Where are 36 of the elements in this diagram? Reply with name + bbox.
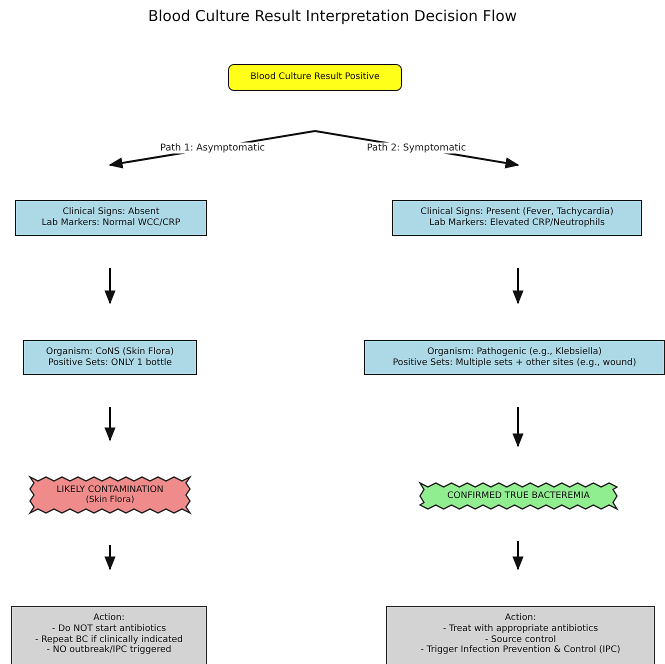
arrow (104, 545, 116, 570)
action-box (11, 606, 207, 664)
node-text: Positive Sets: Multiple sets + other sites (e.g., wound) (392, 358, 636, 368)
action-box (386, 606, 655, 664)
action-item: - Repeat BC if clinically indicated (35, 634, 183, 645)
edge-label: Path 2: Symptomatic (364, 142, 468, 154)
diagram-title: Blood Culture Result Interpretation Decision Flow (147, 7, 518, 25)
action-item: - Trigger Infection Prevention & Control (IPC) (420, 645, 620, 656)
node-text: Blood Culture Result Positive (250, 72, 380, 83)
result-note: (Skin Flora) (86, 495, 134, 506)
arrow (104, 268, 116, 304)
node-text: Lab Markers: Elevated CRP/Neutrophils (429, 218, 605, 229)
result-label: LIKELY CONTAMINATION (56, 484, 164, 496)
info-box (364, 340, 665, 375)
node-text: Positive Sets: ONLY 1 bottle (48, 358, 172, 368)
arrow (512, 407, 524, 448)
node-text: Clinical Signs: Present (Fever, Tachycardia) (420, 207, 614, 218)
action-item: - Source control (484, 634, 556, 645)
arrow (104, 407, 116, 442)
node-text: Clinical Signs: Absent (62, 207, 160, 218)
arrow (512, 541, 524, 570)
start-box (228, 64, 402, 91)
info-box (392, 200, 642, 236)
node-text: Organism: Pathogenic (e.g., Klebsiella) (427, 346, 602, 358)
action-item: - NO outbreak/IPC triggered (46, 645, 172, 656)
action-heading: Action: (504, 613, 536, 624)
info-box (23, 340, 197, 375)
edge-label: Path 1: Asymptomatic (158, 142, 267, 154)
result-label: CONFIRMED TRUE BACTEREMIA (447, 490, 590, 502)
action-item: - Treat with appropriate antibiotics (442, 624, 598, 635)
arrow (512, 268, 524, 304)
action-item: - Do NOT start antibiotics (52, 624, 166, 635)
action-heading: Action: (93, 613, 125, 624)
info-box (15, 200, 207, 236)
node-text: Organism: CoNS (Skin Flora) (46, 346, 174, 358)
node-text: Lab Markers: Normal WCC/CRP (42, 218, 180, 229)
